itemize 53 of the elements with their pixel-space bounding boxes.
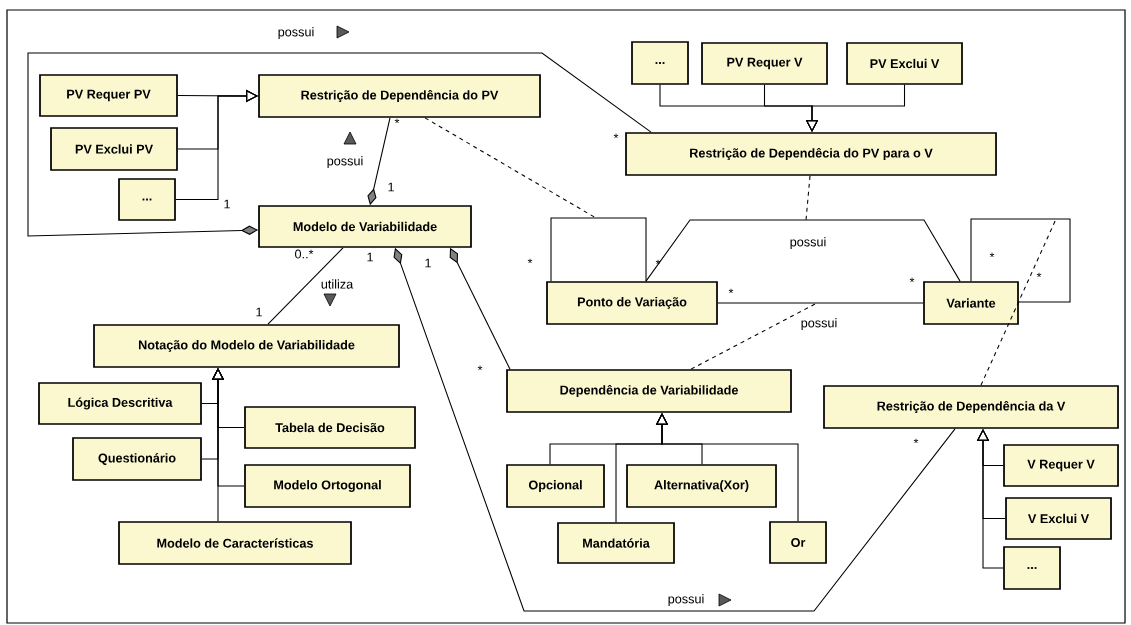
- dashed-line: [980, 218, 1057, 386]
- edge-label: possui: [276, 25, 316, 41]
- multiplicity: 1: [256, 307, 262, 317]
- edge-label: possui: [666, 592, 706, 608]
- class-box: V Requer V: [1003, 444, 1119, 487]
- association-line: [970, 218, 1071, 303]
- multiplicity: *: [728, 288, 734, 294]
- association-line: [550, 217, 647, 282]
- class-box: ...: [118, 178, 176, 221]
- class-box: Restrição de Dependência do PV: [258, 74, 541, 118]
- class-box: Mandatória: [557, 522, 675, 564]
- class-box: Opcional: [506, 464, 605, 508]
- class-box: Ponto de Variação: [546, 281, 718, 325]
- multiplicity: 1: [388, 182, 394, 192]
- dashed-line: [805, 175, 811, 221]
- multiplicity: *: [989, 252, 995, 258]
- class-box: Modelo de Características: [118, 521, 352, 565]
- multiplicity: *: [527, 258, 533, 264]
- edge-label: utiliza: [319, 278, 355, 290]
- class-box: PV Requer PV: [39, 74, 178, 117]
- class-box: PV Requer V: [701, 42, 828, 85]
- dashed-line: [690, 302, 818, 370]
- multiplicity: 1: [224, 199, 230, 209]
- class-box: Questionário: [72, 437, 202, 481]
- multiplicity: *: [477, 365, 483, 371]
- edge-label: possui: [788, 235, 828, 251]
- class-box: PV Exclui V: [846, 42, 963, 85]
- edge-label: possui: [325, 154, 365, 170]
- class-box: Tabela de Decisão: [244, 406, 416, 449]
- class-box: PV Exclui PV: [50, 127, 178, 171]
- dashed-line: [424, 117, 597, 219]
- class-box: ...: [1003, 546, 1061, 590]
- class-box: Restrição de Dependência da V: [823, 385, 1119, 429]
- class-box: Notação do Modelo de Variabilidade: [93, 324, 400, 368]
- multiplicity: *: [1036, 272, 1042, 278]
- composition-line: [27, 52, 652, 237]
- class-box: Modelo Ortogonal: [244, 464, 411, 508]
- class-box: V Exclui V: [1005, 497, 1112, 540]
- multiplicity: *: [909, 277, 915, 283]
- class-box: Alternativa(Xor): [626, 464, 777, 508]
- class-box: ...: [631, 41, 689, 85]
- class-box: Restrição de Dependêcia do PV para o V: [625, 132, 997, 176]
- association-line: [645, 219, 961, 282]
- multiplicity: *: [655, 259, 661, 265]
- association-line: [267, 247, 344, 325]
- edge-label: possui: [799, 316, 839, 332]
- association-line: [717, 302, 924, 304]
- class-box: Modelo de Variabilidade: [258, 205, 472, 248]
- class-box: Or: [769, 521, 827, 564]
- class-box: Variante: [923, 281, 1019, 325]
- multiplicity: *: [394, 118, 400, 124]
- class-box: Dependência de Variabilidade: [506, 369, 792, 413]
- class-box: Lógica Descritiva: [38, 382, 202, 425]
